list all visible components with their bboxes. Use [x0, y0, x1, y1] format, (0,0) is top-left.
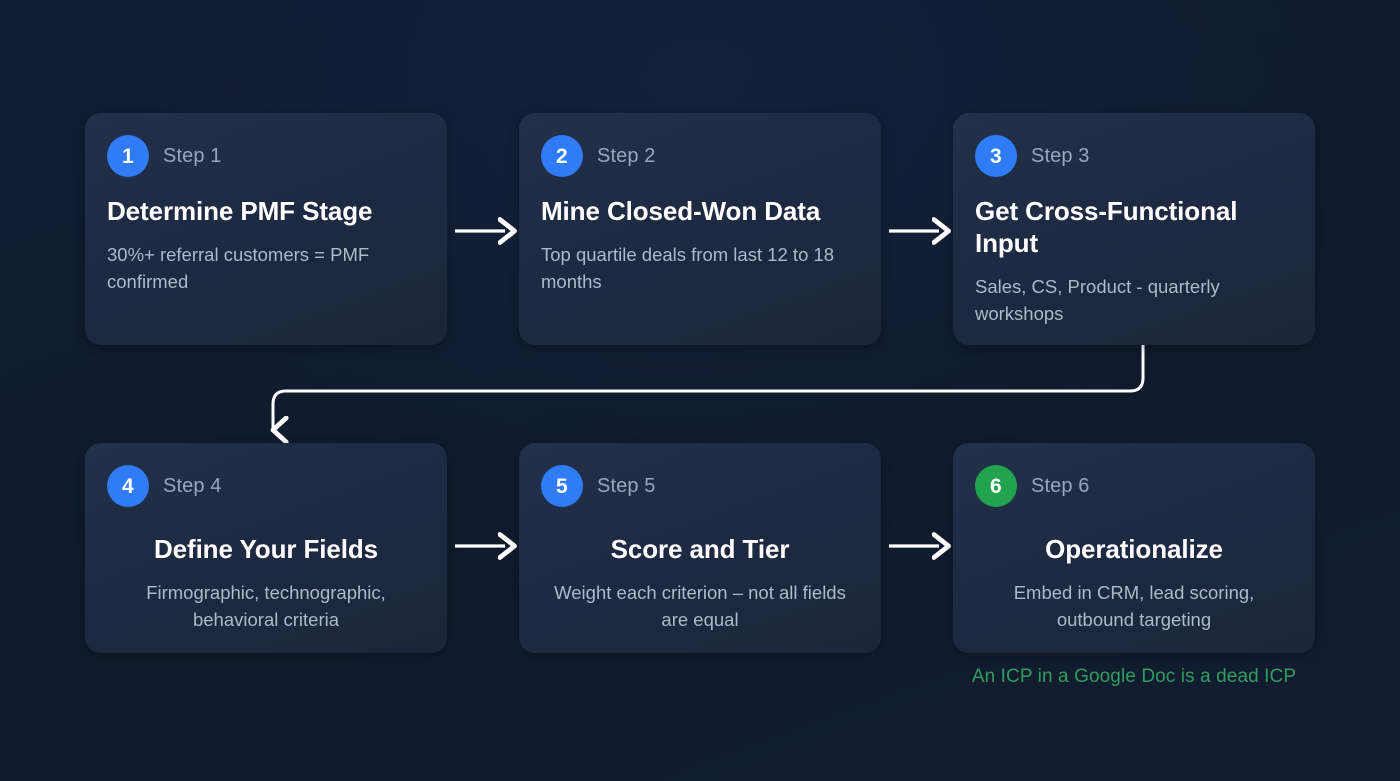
footer-caption: An ICP in a Google Doc is a dead ICP	[971, 666, 1297, 687]
step-label-3: Step 3	[1031, 144, 1090, 167]
step-badge-2: 2	[541, 135, 583, 177]
step-card-4[interactable]: 4 Step 4 Define Your Fields Firmographic…	[85, 443, 447, 653]
step-badge-6: 6	[975, 465, 1017, 507]
step-card-1-body: Determine PMF Stage 30%+ referral custom…	[85, 195, 447, 295]
step-card-5-header: 5 Step 5	[519, 443, 881, 507]
step-card-5-body: Score and Tier Weight each criterion – n…	[519, 533, 881, 633]
step-card-6-body: Operationalize Embed in CRM, lead scorin…	[953, 533, 1315, 633]
step-card-4-body: Define Your Fields Firmographic, technog…	[85, 533, 447, 633]
step-title-3: Get Cross-Functional Input	[975, 196, 1238, 259]
step-label-6: Step 6	[1031, 474, 1090, 497]
step-description-5: Weight each criterion – not all fields a…	[554, 582, 846, 631]
step-description-2: Top quartile deals from last 12 to 18 mo…	[541, 244, 835, 293]
step-description-1: 30%+ referral customers = PMF confirmed	[107, 244, 370, 293]
step-card-6[interactable]: 6 Step 6 Operationalize Embed in CRM, le…	[953, 443, 1315, 653]
step-description-3: Sales, CS, Product - quarterly workshops	[975, 276, 1220, 325]
step-label-1: Step 1	[163, 144, 222, 167]
step-label-2: Step 2	[597, 144, 656, 167]
step-card-3-header: 3 Step 3	[953, 113, 1315, 177]
step-card-5[interactable]: 5 Step 5 Score and Tier Weight each crit…	[519, 443, 881, 653]
step-badge-1: 1	[107, 135, 149, 177]
step-title-1: Determine PMF Stage	[107, 196, 373, 226]
step-badge-5: 5	[541, 465, 583, 507]
step-label-4: Step 4	[163, 474, 222, 497]
step-description-4: Firmographic, technographic, behavioral …	[146, 582, 386, 631]
arrow-step3-to-step4	[273, 343, 1145, 430]
step-card-3[interactable]: 3 Step 3 Get Cross-Functional Input Sale…	[953, 113, 1315, 345]
step-card-1[interactable]: 1 Step 1 Determine PMF Stage 30%+ referr…	[85, 113, 447, 345]
step-title-5: Score and Tier	[610, 534, 790, 564]
step-card-1-header: 1 Step 1	[85, 113, 447, 177]
step-description-6: Embed in CRM, lead scoring, outbound tar…	[1013, 582, 1255, 631]
step-title-6: Operationalize	[1045, 534, 1223, 564]
step-title-4: Define Your Fields	[153, 534, 379, 564]
step-title-2: Mine Closed-Won Data	[541, 196, 821, 226]
step-card-4-header: 4 Step 4	[85, 443, 447, 507]
step-card-3-body: Get Cross-Functional Input Sales, CS, Pr…	[953, 195, 1315, 327]
step-card-2-header: 2 Step 2	[519, 113, 881, 177]
step-card-2-body: Mine Closed-Won Data Top quartile deals …	[519, 195, 881, 295]
step-badge-4: 4	[107, 465, 149, 507]
step-card-2[interactable]: 2 Step 2 Mine Closed-Won Data Top quarti…	[519, 113, 881, 345]
step-badge-3: 3	[975, 135, 1017, 177]
step-card-6-header: 6 Step 6	[953, 443, 1315, 507]
step-label-5: Step 5	[597, 474, 656, 497]
